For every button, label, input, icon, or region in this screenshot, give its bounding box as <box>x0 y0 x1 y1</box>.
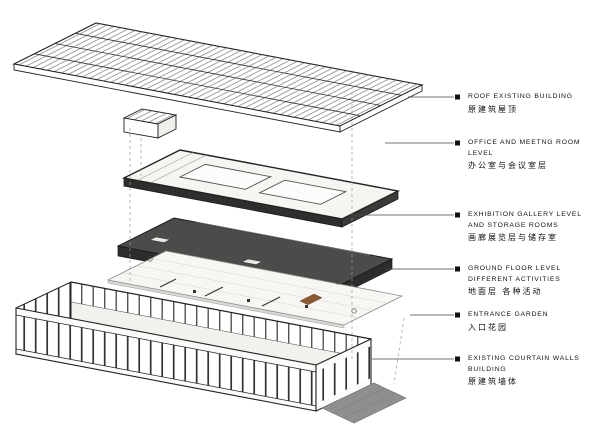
tree-mark <box>335 279 341 285</box>
right-end-wall <box>316 339 371 411</box>
module-side-face <box>157 114 177 139</box>
roof-ridge-line <box>75 32 402 96</box>
label-office-en: OFFICE AND MEETNG ROOM LEVEL <box>468 139 581 157</box>
roof-ridge-line <box>34 53 361 117</box>
entrance-garden-layer <box>321 382 407 424</box>
label-marker-office <box>455 140 460 146</box>
ground-furniture <box>247 299 250 302</box>
right-end-parapet <box>316 339 371 372</box>
front-parapet-band <box>16 308 316 372</box>
rooftop-module <box>122 108 178 139</box>
label-exhibition-zh: 画廊展览层与储存室 <box>468 233 558 242</box>
office-partition-line <box>150 154 207 184</box>
label-ground: GROUND FLOOR LEVEL DIFFERENT ACTIVITIES … <box>468 264 598 297</box>
right-end-base <box>316 378 371 411</box>
leader-lines <box>352 96 454 360</box>
label-existing: EXISTING COURTAIN WALLS BUILDING 原建筑墙体 <box>468 354 598 387</box>
ground-partition <box>204 286 224 297</box>
ground-furniture <box>305 305 308 308</box>
label-existing-zh: 原建筑墙体 <box>468 377 518 386</box>
label-entrance-en: ENTRANCE GARDEN <box>468 311 549 318</box>
label-ground-en: GROUND FLOOR LEVEL DIFFERENT ACTIVITIES <box>468 265 561 283</box>
ground-partition <box>159 278 177 288</box>
label-marker-exhibition <box>455 212 460 218</box>
front-base-line <box>15 348 317 407</box>
roof-layer <box>12 22 424 133</box>
label-roof: ROOF EXISTING BUILDING 原建筑屋顶 <box>468 92 598 115</box>
label-entrance: ENTRANCE GARDEN 入口花园 <box>468 310 598 333</box>
label-ground-zh: 地面层 各种活动 <box>468 287 543 296</box>
ground-furniture <box>193 290 196 293</box>
label-office-zh: 办公室与会议室层 <box>468 161 548 170</box>
ground-grid-line <box>122 272 359 319</box>
label-roof-en: ROOF EXISTING BUILDING <box>468 93 573 100</box>
back-colonnade-beam <box>70 281 372 340</box>
label-markers <box>455 94 460 362</box>
label-office: OFFICE AND MEETNG ROOM LEVEL 办公室与会议室层 <box>468 138 598 171</box>
entrance-ramp <box>321 382 407 424</box>
label-exhibition-en: EXHIBITION GALLERY LEVEL AND STORAGE ROO… <box>468 211 582 229</box>
tree-mark <box>147 256 153 262</box>
label-marker-existing <box>455 356 460 362</box>
gallery-stair-block <box>149 236 171 243</box>
existing-building-layer <box>15 281 372 412</box>
label-marker-entrance <box>455 312 460 318</box>
alignment-guides <box>129 92 405 385</box>
front-base-band <box>16 349 316 411</box>
ground-partition <box>261 296 281 307</box>
gallery-top-slit <box>195 221 371 256</box>
ground-wood-deck <box>299 293 323 306</box>
ground-grid-line <box>136 265 374 311</box>
office-rooflight <box>178 163 272 190</box>
ground-floor-layer <box>106 250 404 329</box>
ramp-edge-line <box>332 387 386 414</box>
office-rooflight <box>258 179 348 205</box>
roof-fascia-end <box>339 84 423 133</box>
label-entrance-zh: 入口花园 <box>468 322 508 332</box>
label-exhibition: EXHIBITION GALLERY LEVEL AND STORAGE ROO… <box>468 210 598 243</box>
label-marker-roof <box>455 94 460 100</box>
office-slab-top <box>121 149 401 220</box>
alignment-dashline-entrance <box>393 317 405 385</box>
label-marker-ground <box>455 266 460 272</box>
front-beam-line <box>15 314 317 373</box>
ramp-edge-line <box>343 392 397 419</box>
office-partition-line <box>136 152 194 181</box>
office-level-layer <box>121 149 401 228</box>
roof-ridge-line <box>54 43 382 106</box>
label-existing-en: EXISTING COURTAIN WALLS BUILDING <box>468 355 580 373</box>
ground-grid-line <box>151 258 388 304</box>
gallery-stair-block <box>241 258 263 265</box>
label-roof-zh: 原建筑屋顶 <box>468 104 518 114</box>
front-colonnade-wall <box>16 308 316 411</box>
